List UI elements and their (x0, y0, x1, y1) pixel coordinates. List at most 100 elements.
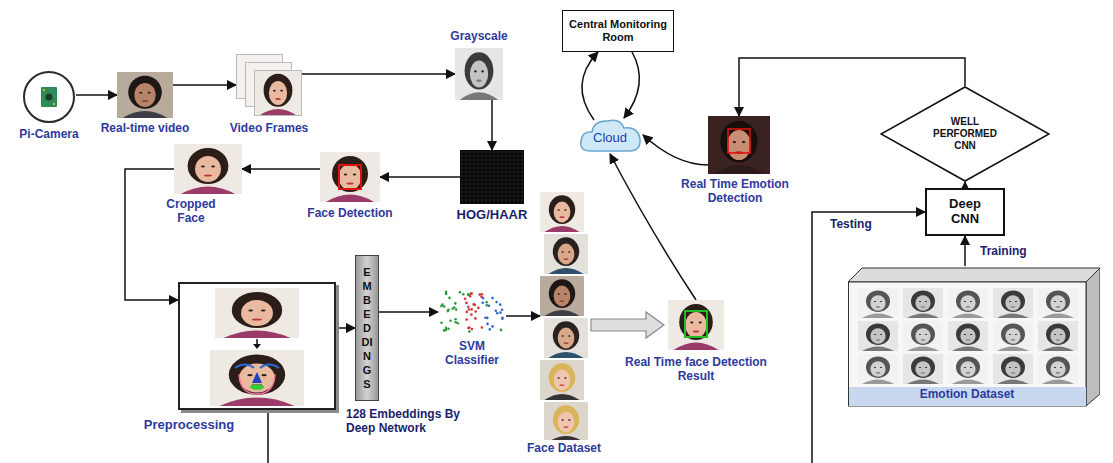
connector (380, 177, 460, 178)
caption-holder: Grayscale (434, 30, 524, 44)
frame-stack (236, 54, 302, 116)
caption: Preprocessing (124, 418, 254, 433)
caption-holder: HOG/HAAR (447, 208, 537, 223)
connector (506, 316, 540, 317)
camera-icon (22, 70, 76, 124)
edge-label: Testing (828, 217, 874, 231)
connector (379, 312, 438, 313)
connector-line (125, 169, 178, 300)
caption: SVM Classifier (437, 340, 507, 368)
dataset-box (848, 266, 1100, 408)
caption-holder: Video Frames (214, 122, 324, 136)
detection-photo (320, 152, 380, 202)
connector (173, 85, 236, 86)
connector (591, 312, 664, 338)
node-label: Central Monitoring Room (566, 18, 670, 44)
emotion-node: Real Time Emotion Detection (708, 116, 770, 174)
connector-line (964, 236, 966, 266)
caption: Grayscale (434, 30, 524, 44)
caption-holder: Face Dataset (514, 442, 614, 456)
connector (965, 236, 966, 266)
face-column (540, 192, 588, 440)
connector (643, 135, 708, 165)
connector-line (302, 73, 455, 75)
connector-line (610, 154, 696, 300)
caption: Face Detection (295, 207, 405, 221)
frames-node: Video Frames (236, 54, 302, 116)
connector-line (491, 100, 493, 150)
text-holder: WELL PERFORMED CNN (880, 86, 1050, 182)
grayscale-photo (455, 48, 503, 100)
caption-holder: Pi-Camera (4, 128, 94, 142)
caption: Emotion Dataset (848, 388, 1086, 402)
result-photo (668, 300, 724, 350)
connector-line (380, 176, 460, 178)
embeddings-bar: EMBEDDINGS128 Embeddings By Deep Network (355, 255, 379, 401)
connector-line (643, 135, 708, 165)
caption-holder: Preprocessing (124, 418, 254, 433)
caption-holder: Face Detection (295, 207, 405, 221)
caption-holder: Real Time Emotion Detection (666, 178, 804, 206)
node-label: Cloud (593, 126, 627, 145)
connector (302, 74, 455, 75)
connector-line (336, 327, 355, 329)
caption: Face Dataset (514, 442, 614, 456)
connector-line (506, 315, 540, 317)
connector-line (242, 168, 320, 170)
emotion-photo (708, 116, 770, 174)
camera-node: Pi-Camera (22, 70, 76, 124)
caption-holder: Real-time video (85, 122, 205, 136)
scatter-plot (438, 288, 506, 336)
caption: Cropped Face (160, 198, 222, 226)
preprocessing-box: Preprocessing (178, 282, 336, 410)
emotion-dataset-box: Emotion Dataset (848, 266, 1100, 408)
connector-line (173, 84, 236, 86)
connector (610, 154, 696, 300)
text-holder: Deep CNN (927, 190, 1003, 234)
connector (268, 212, 925, 463)
connector (242, 169, 320, 170)
connector-line (76, 94, 117, 96)
edge-label: Training (978, 244, 1029, 258)
face-dataset-node: Face Dataset (540, 192, 588, 440)
connector (582, 52, 639, 120)
caption-holder: Emotion Dataset (848, 388, 1086, 402)
svm-node: SVM Classifier (438, 288, 506, 336)
hog-node: HOG/HAAR (460, 150, 524, 204)
caption: Real Time Emotion Detection (666, 178, 804, 206)
video-node: Real-time video (117, 72, 173, 118)
caption-holder: SVM Classifier (437, 340, 507, 368)
caption: Video Frames (214, 122, 324, 136)
text-holder: Central Monitoring Room (563, 11, 673, 51)
text-holder: Cloud (577, 116, 643, 154)
cloud-node: Cloud (577, 116, 643, 154)
decision-diamond: WELL PERFORMED CNN (880, 86, 1050, 182)
node-label: EMBEDDINGS (362, 265, 373, 391)
hog-image (460, 150, 524, 204)
edge-label-holder: Testing (828, 217, 874, 231)
cnn-box: Deep CNN (925, 188, 1005, 236)
result-node: Real Time face Detection Result (668, 300, 724, 350)
connector-line (582, 52, 598, 120)
caption: Real Time face Detection Result (622, 356, 770, 384)
block-arrow (591, 312, 664, 338)
video-photo (117, 72, 173, 118)
connector (76, 95, 117, 96)
grayscale-node: Grayscale (455, 48, 503, 100)
node-label: WELL PERFORMED CNN (925, 116, 1005, 152)
caption: Real-time video (85, 122, 205, 136)
caption-holder: Real Time face Detection Result (622, 356, 770, 384)
caption: 128 Embeddings By Deep Network (346, 408, 491, 436)
cropped-photo (174, 144, 242, 194)
caption: Pi-Camera (4, 128, 94, 142)
connector (336, 328, 355, 329)
text-holder: EMBEDDINGS (356, 256, 378, 400)
caption-holder: Cropped Face (160, 198, 222, 226)
connector-line (379, 311, 438, 313)
connector (492, 100, 493, 150)
face-detection-node: Face Detection (320, 152, 380, 202)
connector-line (624, 52, 639, 118)
caption: HOG/HAAR (447, 208, 537, 223)
connector (125, 169, 178, 300)
